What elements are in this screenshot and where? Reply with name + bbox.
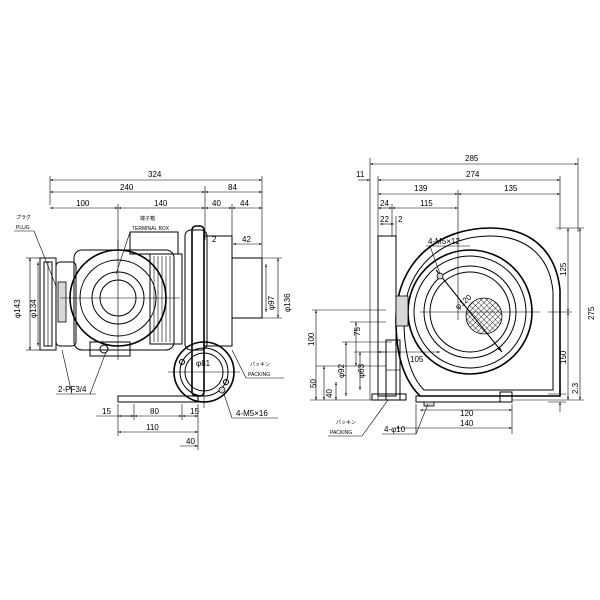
- dim-base-110: 110: [146, 423, 159, 432]
- packing-label-jp-right: パッキン: [336, 420, 356, 426]
- dim-324: 324: [148, 170, 162, 179]
- dim-phi143: φ143: [13, 299, 22, 318]
- dim-base-80: 80: [150, 407, 159, 416]
- packing-label-en-right: PACKING: [330, 430, 352, 436]
- dim-24: 24: [380, 199, 389, 208]
- scroll-housing: φ120: [395, 227, 561, 397]
- right-callouts: 4-M5×12 パッキン PACKING 4-φ10: [328, 237, 470, 437]
- dim-75: 75: [353, 327, 362, 336]
- dim-2-right: 2: [398, 215, 403, 224]
- left-view: 324 240 84 100 140 40 44 42 2: [13, 170, 292, 450]
- dim-139: 139: [414, 184, 428, 193]
- dim-11: 11: [356, 170, 365, 179]
- dim-2-3: 2.3: [571, 382, 580, 394]
- dim-140-right: 140: [460, 419, 474, 428]
- left-top-dimensions: 324 240 84 100 140 40 44 42 2: [49, 170, 263, 260]
- dim-phi81: φ81: [196, 359, 211, 368]
- right-base: 120 140 2.3: [396, 382, 580, 434]
- dim-2: 2: [212, 235, 217, 244]
- bolt-label-right: 4-M5×12: [428, 237, 460, 246]
- dim-135: 135: [504, 184, 518, 193]
- dim-84: 84: [228, 183, 237, 192]
- dim-275: 275: [587, 306, 596, 320]
- plug-label-jp: プラグ: [16, 214, 31, 221]
- packing-label-jp: パッキン: [250, 362, 270, 368]
- dim-phi92: φ92: [337, 363, 346, 378]
- dim-phi97: φ97: [267, 295, 276, 310]
- right-view: 285 11 274 139 135 24 115 22 2: [307, 154, 596, 437]
- dim-42: 42: [242, 235, 251, 244]
- dim-50: 50: [309, 379, 318, 388]
- inlet-flange: φ143 φ134: [13, 257, 77, 351]
- dim-phi134: φ134: [29, 299, 38, 318]
- blower-casing: φ136 φ97: [184, 225, 292, 397]
- dim-140: 140: [154, 199, 168, 208]
- dim-base-15-left: 15: [102, 407, 111, 416]
- plug-label-en: PLUG: [16, 225, 30, 231]
- dim-285: 285: [465, 154, 479, 163]
- dim-240: 240: [120, 183, 134, 192]
- holes-label: 4-φ10: [384, 425, 406, 434]
- left-callouts: プラグ PLUG 端子箱 TERMINAL BOX 2-PF3/4 パッキン P…: [14, 214, 284, 419]
- dim-22: 22: [380, 215, 389, 224]
- terminal-box-label-en: TERMINAL BOX: [132, 226, 170, 232]
- dim-125: 125: [559, 262, 568, 276]
- dim-115: 115: [420, 199, 433, 208]
- base-feet: 15 80 15 110 40: [96, 395, 199, 450]
- dim-100-right: 100: [307, 332, 316, 346]
- dim-150: 150: [559, 350, 568, 364]
- left-side-vertical-dimensions: 100 50 40 75 φ92 φ63 105: [307, 309, 440, 401]
- right-top-dimensions: 285 11 274 139 135 24 115 22 2: [356, 154, 579, 400]
- dim-274: 274: [466, 170, 480, 179]
- terminal-box-label-jp: 端子箱: [140, 215, 155, 222]
- dim-phi136: φ136: [283, 293, 292, 312]
- dim-40-right: 40: [325, 389, 334, 398]
- bolt-label: 4-M5×16: [236, 409, 268, 418]
- dim-phi63: φ63: [357, 363, 366, 378]
- right-vertical-dimensions: 125 150 275: [512, 227, 596, 401]
- dim-base-15-right: 15: [190, 407, 199, 416]
- pipe-thread-label: 2-PF3/4: [58, 385, 87, 394]
- dim-44: 44: [240, 199, 249, 208]
- packing-label-en: PACKING: [248, 372, 270, 378]
- dim-120: 120: [460, 409, 474, 418]
- dim-40: 40: [212, 199, 221, 208]
- outlet-flange: φ81: [168, 336, 240, 408]
- motor-body: [60, 231, 183, 360]
- dim-105: 105: [410, 355, 424, 364]
- dim-base-40: 40: [186, 437, 195, 446]
- inlet-side-plate: [371, 235, 409, 401]
- dim-100: 100: [76, 199, 90, 208]
